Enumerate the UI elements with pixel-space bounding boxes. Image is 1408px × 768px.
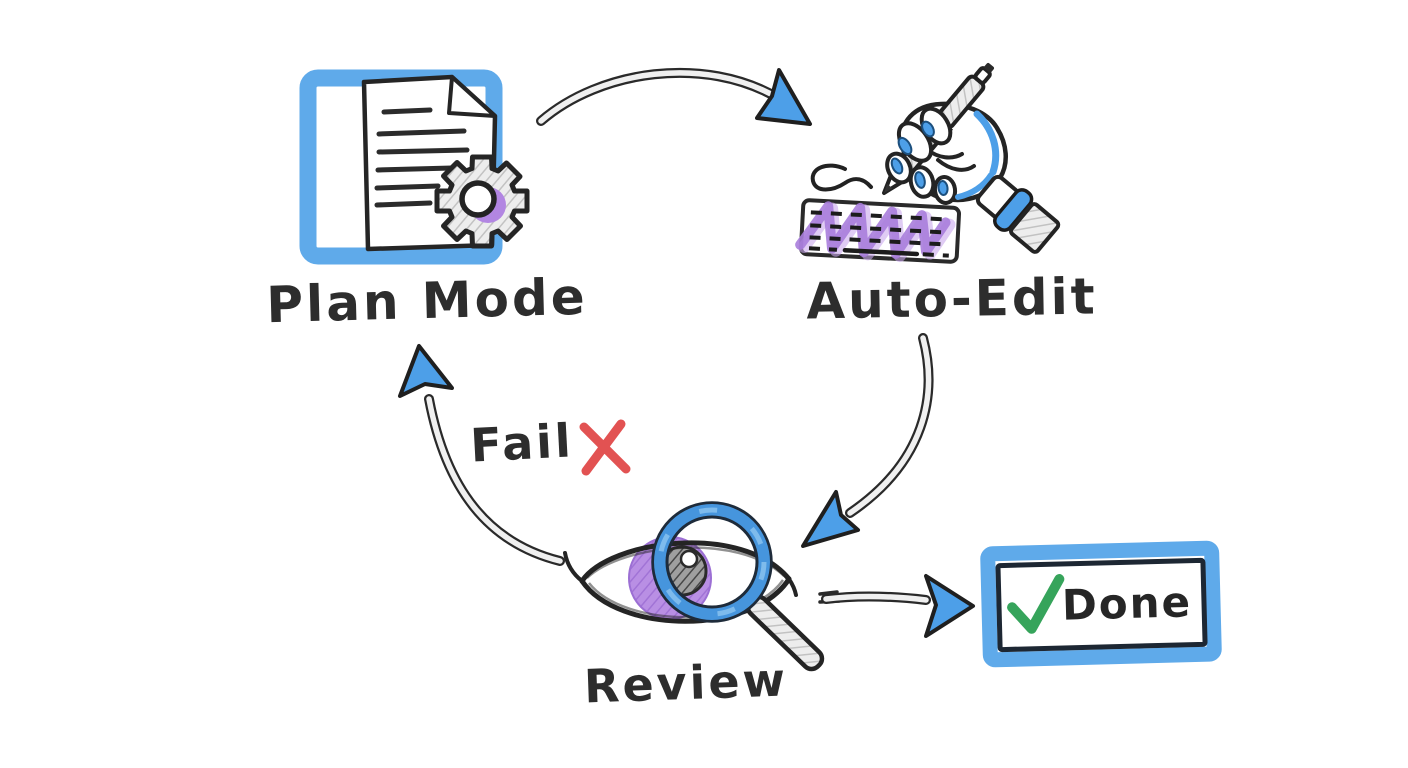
auto-edit-label: Auto-Edit [805,267,1099,331]
arrow-shaft-inner [823,593,929,603]
document-text-lines [374,107,470,208]
finger-joint-pad [937,180,949,196]
finger-joint-pad [914,171,926,189]
eye-lower-lid [579,576,792,624]
hand-blue-stripe [955,172,994,200]
hand-blue-stripe [973,110,1000,176]
magnifier-ring-streaks [657,507,767,617]
finger-joint-pad [897,136,913,156]
plan-mode-icon [299,69,530,265]
magnifier-ring-outer-edge [651,501,773,623]
keyboard-key-rows [808,210,951,258]
done-badge [980,540,1222,668]
gear-center-hole [459,180,497,218]
document-folded-corner [447,75,497,118]
arrow-autoedit-to-review [801,333,934,548]
fail-label: Fail [469,413,575,473]
fail-x-icon [579,419,631,476]
check-icon [1007,574,1065,634]
keyboard-spacebar [842,247,920,257]
done-label: Done [1061,577,1193,630]
pen-clicker [973,66,992,85]
arrow-review-to-done [818,574,975,638]
arrow-shaft-inner [538,70,781,124]
keyboard-icon [795,198,962,264]
pen-cap [984,62,994,73]
arm-segment [1009,202,1061,254]
arrow-shaft [845,333,934,518]
arrowhead-icon [755,68,812,126]
magnifier-ring-inner-edge [665,515,759,609]
arrow-plan-to-autoedit [536,67,812,126]
eye-corner-tail [563,551,584,583]
finger-joint-pad [921,120,935,138]
auto-edit-icon [795,62,1061,264]
eye-lower-lid-sketch [588,579,785,619]
arrowhead-icon [398,344,454,398]
eye-glint [679,549,699,569]
done-box [995,557,1208,653]
arrow-shaft-inner [426,396,563,564]
finger-joint-pad [890,157,904,175]
arrow-fail-to-plan [398,344,565,566]
arrowhead-icon [924,574,975,638]
plan-mode-label: Plan Mode [265,267,589,335]
robot-thumb-line [936,158,976,172]
arrow-shaft-inner [847,335,932,516]
x-stroke [581,419,626,476]
review-label: Review [583,652,789,714]
ink-squiggle [810,163,873,192]
pen-nib [884,183,893,193]
robot-wrist-arm [975,174,1061,254]
review-icon [563,501,825,672]
arrowhead-icon [801,490,860,548]
